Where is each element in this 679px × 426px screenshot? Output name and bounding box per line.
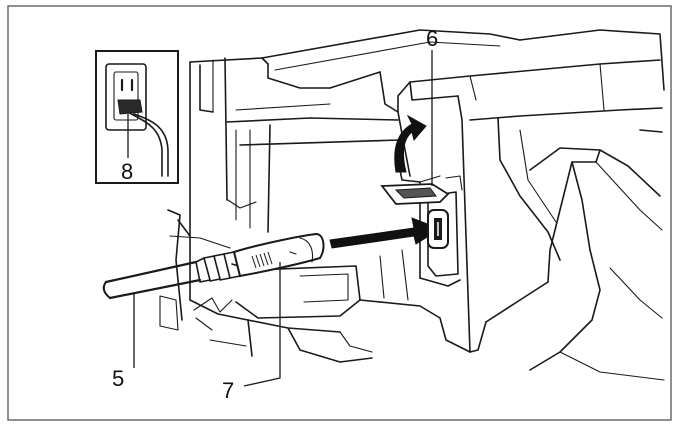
wall-plug <box>117 99 143 115</box>
appliance-plug[interactable] <box>232 232 325 278</box>
leader-line-7 <box>243 262 281 387</box>
insert-direction-arrow <box>329 217 442 249</box>
inlet-cover-flap[interactable] <box>380 183 450 205</box>
plug-grip <box>251 251 273 269</box>
outlet-cable <box>127 111 163 177</box>
open-cover-curved-arrow <box>394 114 427 173</box>
figure-frame <box>7 5 672 421</box>
power-cord <box>102 232 325 387</box>
wall-outlet-inset <box>95 50 179 184</box>
machine-body <box>159 29 665 381</box>
power-inlet[interactable] <box>427 209 449 249</box>
inset-frame <box>95 50 179 184</box>
cord-strain-relief <box>195 251 241 283</box>
callout-7: 7 <box>222 378 234 403</box>
outlet-plate <box>105 63 147 131</box>
callout-5: 5 <box>112 366 124 391</box>
callout-8: 8 <box>121 159 133 184</box>
callout-6: 6 <box>426 26 438 51</box>
